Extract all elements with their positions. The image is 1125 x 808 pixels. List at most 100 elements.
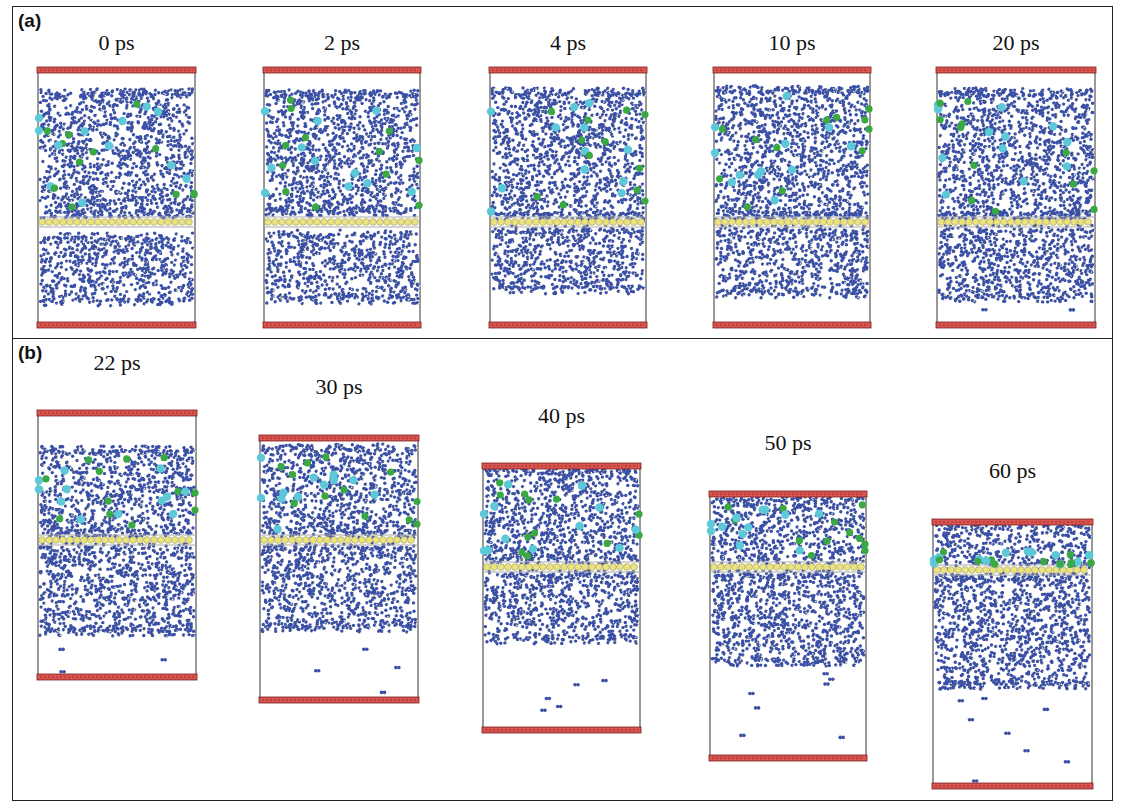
hydrogen-dot — [130, 299, 132, 301]
hydrogen-dot — [118, 89, 120, 91]
hydrogen-dot — [190, 147, 192, 149]
oxygen-dot — [132, 151, 135, 154]
hydrogen-dot — [169, 91, 171, 93]
hydrogen-dot — [94, 194, 96, 196]
oxygen-dot — [160, 201, 163, 204]
hydrogen-dot — [169, 210, 171, 212]
oxygen-dot — [93, 106, 96, 109]
hydrogen-dot — [134, 97, 136, 99]
oxygen-dot — [165, 188, 168, 191]
hydrogen-dot — [101, 133, 103, 135]
oxygen-dot — [191, 199, 194, 202]
hydrogen-dot — [120, 154, 122, 156]
oxygen-dot — [113, 111, 116, 114]
hydrogen-dot — [156, 212, 158, 214]
hydrogen-dot — [119, 129, 121, 131]
hydrogen-dot — [142, 98, 144, 100]
hydrogen-dot — [54, 133, 56, 135]
hydrogen-dot — [95, 202, 97, 204]
hydrogen-dot — [90, 118, 92, 120]
hydrogen-dot — [128, 108, 130, 110]
oxygen-dot — [156, 187, 159, 190]
hydrogen-dot — [65, 96, 67, 98]
oxygen-dot — [150, 190, 153, 193]
oxygen-dot — [108, 207, 111, 210]
hydrogen-dot — [169, 145, 171, 147]
hydrogen-dot — [52, 167, 54, 169]
hydrogen-dot — [129, 158, 131, 160]
oxygen-dot — [145, 142, 148, 145]
oxygen-dot — [132, 133, 135, 136]
hydrogen-dot — [121, 99, 123, 101]
hydrogen-dot — [150, 153, 152, 155]
oxygen-dot — [86, 199, 89, 202]
oxygen-dot — [42, 180, 45, 183]
hydrogen-dot — [95, 205, 97, 207]
oxygen-dot — [91, 195, 94, 198]
hydrogen-dot — [189, 197, 191, 199]
hydrogen-dot — [161, 198, 163, 200]
oxygen-dot — [39, 101, 42, 104]
oxygen-dot — [77, 140, 80, 143]
hydrogen-dot — [87, 148, 89, 150]
oxygen-dot — [182, 206, 185, 209]
hydrogen-dot — [158, 207, 160, 209]
oxygen-dot — [175, 208, 178, 211]
oxygen-dot — [76, 152, 79, 155]
oxygen-dot — [167, 204, 170, 207]
hydrogen-dot — [128, 105, 130, 107]
hydrogen-dot — [97, 192, 99, 194]
hydrogen-dot — [122, 203, 124, 205]
hydrogen-dot — [188, 157, 190, 159]
hydrogen-dot — [136, 188, 138, 190]
oxygen-dot — [185, 129, 188, 132]
oxygen-dot — [43, 176, 46, 179]
oxygen-dot — [50, 212, 53, 215]
hydrogen-dot — [48, 134, 50, 136]
oxygen-dot — [65, 192, 68, 195]
oxygen-dot — [106, 163, 109, 166]
hydrogen-dot — [184, 202, 186, 204]
hydrogen-dot — [187, 199, 189, 201]
hydrogen-dot — [133, 123, 135, 125]
oxygen-dot — [174, 185, 177, 188]
hydrogen-dot — [41, 179, 43, 181]
hydrogen-dot — [140, 90, 142, 92]
oxygen-dot — [53, 128, 56, 131]
oxygen-dot — [190, 158, 193, 161]
oxygen-dot — [83, 182, 86, 185]
oxygen-dot — [133, 140, 136, 143]
hydrogen-dot — [87, 106, 89, 108]
oxygen-dot — [102, 106, 105, 109]
hydrogen-dot — [106, 112, 108, 114]
oxygen-dot — [40, 110, 43, 113]
hydrogen-dot — [167, 107, 169, 109]
hydrogen-dot — [115, 140, 117, 142]
hydrogen-dot — [72, 150, 74, 152]
oxygen-dot — [149, 209, 152, 212]
oxygen-dot — [176, 104, 179, 107]
oxygen-dot — [143, 127, 146, 130]
oxygen-dot — [190, 137, 193, 140]
hydrogen-dot — [61, 211, 63, 213]
hydrogen-dot — [84, 102, 86, 104]
hydrogen-dot — [160, 102, 162, 104]
hydrogen-dot — [73, 175, 75, 177]
hydrogen-dot — [59, 171, 61, 173]
hydrogen-dot — [71, 200, 73, 202]
hydrogen-dot — [78, 208, 80, 210]
oxygen-dot — [168, 172, 171, 175]
hydrogen-dot — [120, 177, 122, 179]
oxygen-dot — [41, 95, 44, 98]
oxygen-dot — [177, 203, 180, 206]
hydrogen-dot — [175, 137, 177, 139]
oxygen-dot — [146, 203, 149, 206]
hydrogen-dot — [44, 188, 46, 190]
oxygen-dot — [158, 212, 161, 215]
hydrogen-dot — [163, 142, 165, 144]
hydrogen-dot — [169, 103, 171, 105]
oxygen-dot — [169, 127, 172, 130]
oxygen-dot — [112, 180, 115, 183]
hydrogen-dot — [118, 134, 120, 136]
oxygen-dot — [131, 198, 134, 201]
